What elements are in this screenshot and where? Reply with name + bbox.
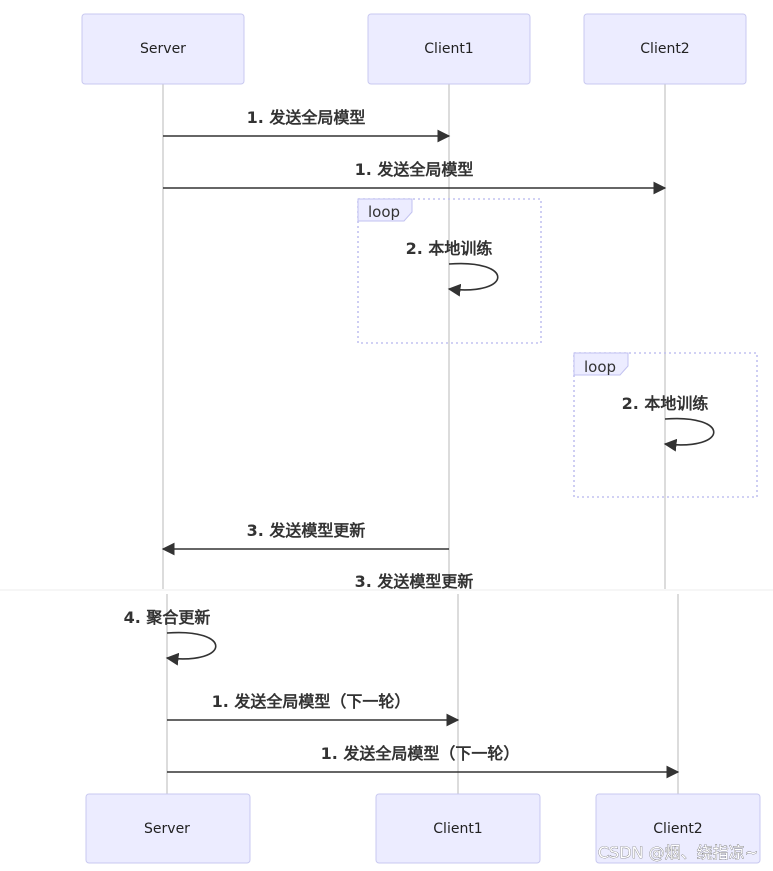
message-label: 3. 发送模型更新 — [247, 521, 366, 540]
loop-label: loop — [368, 203, 400, 221]
actor-client2-bottom: Client2 — [595, 793, 761, 864]
actor-client1-top-label: Client1 — [424, 41, 473, 57]
actor-client2-top-label: Client2 — [640, 41, 689, 57]
message-label: 4. 聚合更新 — [124, 608, 211, 627]
message-send-update-client1: 3. 发送模型更新 — [161, 521, 449, 556]
page-break — [0, 589, 773, 594]
message-local-train-client1: 2. 本地训练 — [406, 239, 493, 258]
message-local-train-client2: 2. 本地训练 — [622, 394, 709, 413]
loop-label: loop — [584, 358, 616, 376]
message-aggregate-update: 4. 聚合更新 — [124, 608, 217, 666]
actor-server-bottom: Server — [85, 793, 251, 864]
message-label: 1. 发送全局模型（下一轮） — [212, 692, 411, 711]
actor-client1-bottom-label: Client1 — [433, 821, 482, 837]
message-label: 1. 发送全局模型 — [247, 108, 366, 127]
message-send-global-model-client2: 1. 发送全局模型 — [163, 160, 667, 195]
actor-server-bottom-label: Server — [144, 821, 190, 837]
actor-client2-bottom-label: Client2 — [653, 821, 702, 837]
message-next-round-client2: 1. 发送全局模型（下一轮） — [167, 744, 680, 779]
actor-server-top: Server — [81, 13, 245, 85]
message-send-global-model-client1: 1. 发送全局模型 — [163, 108, 451, 143]
message-label: 1. 发送全局模型 — [355, 160, 474, 179]
loop-frame-client1: loop 2. 本地训练 — [357, 198, 542, 344]
message-send-update-client2: 3. 发送模型更新 — [355, 572, 474, 591]
watermark: CSDN @烟、绕指凉~ — [598, 843, 758, 862]
actor-client1-bottom: Client1 — [375, 793, 541, 864]
message-next-round-client1: 1. 发送全局模型（下一轮） — [167, 692, 460, 727]
message-label: 1. 发送全局模型（下一轮） — [321, 744, 520, 763]
actor-server-top-label: Server — [140, 41, 186, 57]
actor-client2-top: Client2 — [583, 13, 747, 85]
loop-frame-client2: loop 2. 本地训练 — [573, 352, 758, 498]
actor-client1-top: Client1 — [367, 13, 531, 85]
